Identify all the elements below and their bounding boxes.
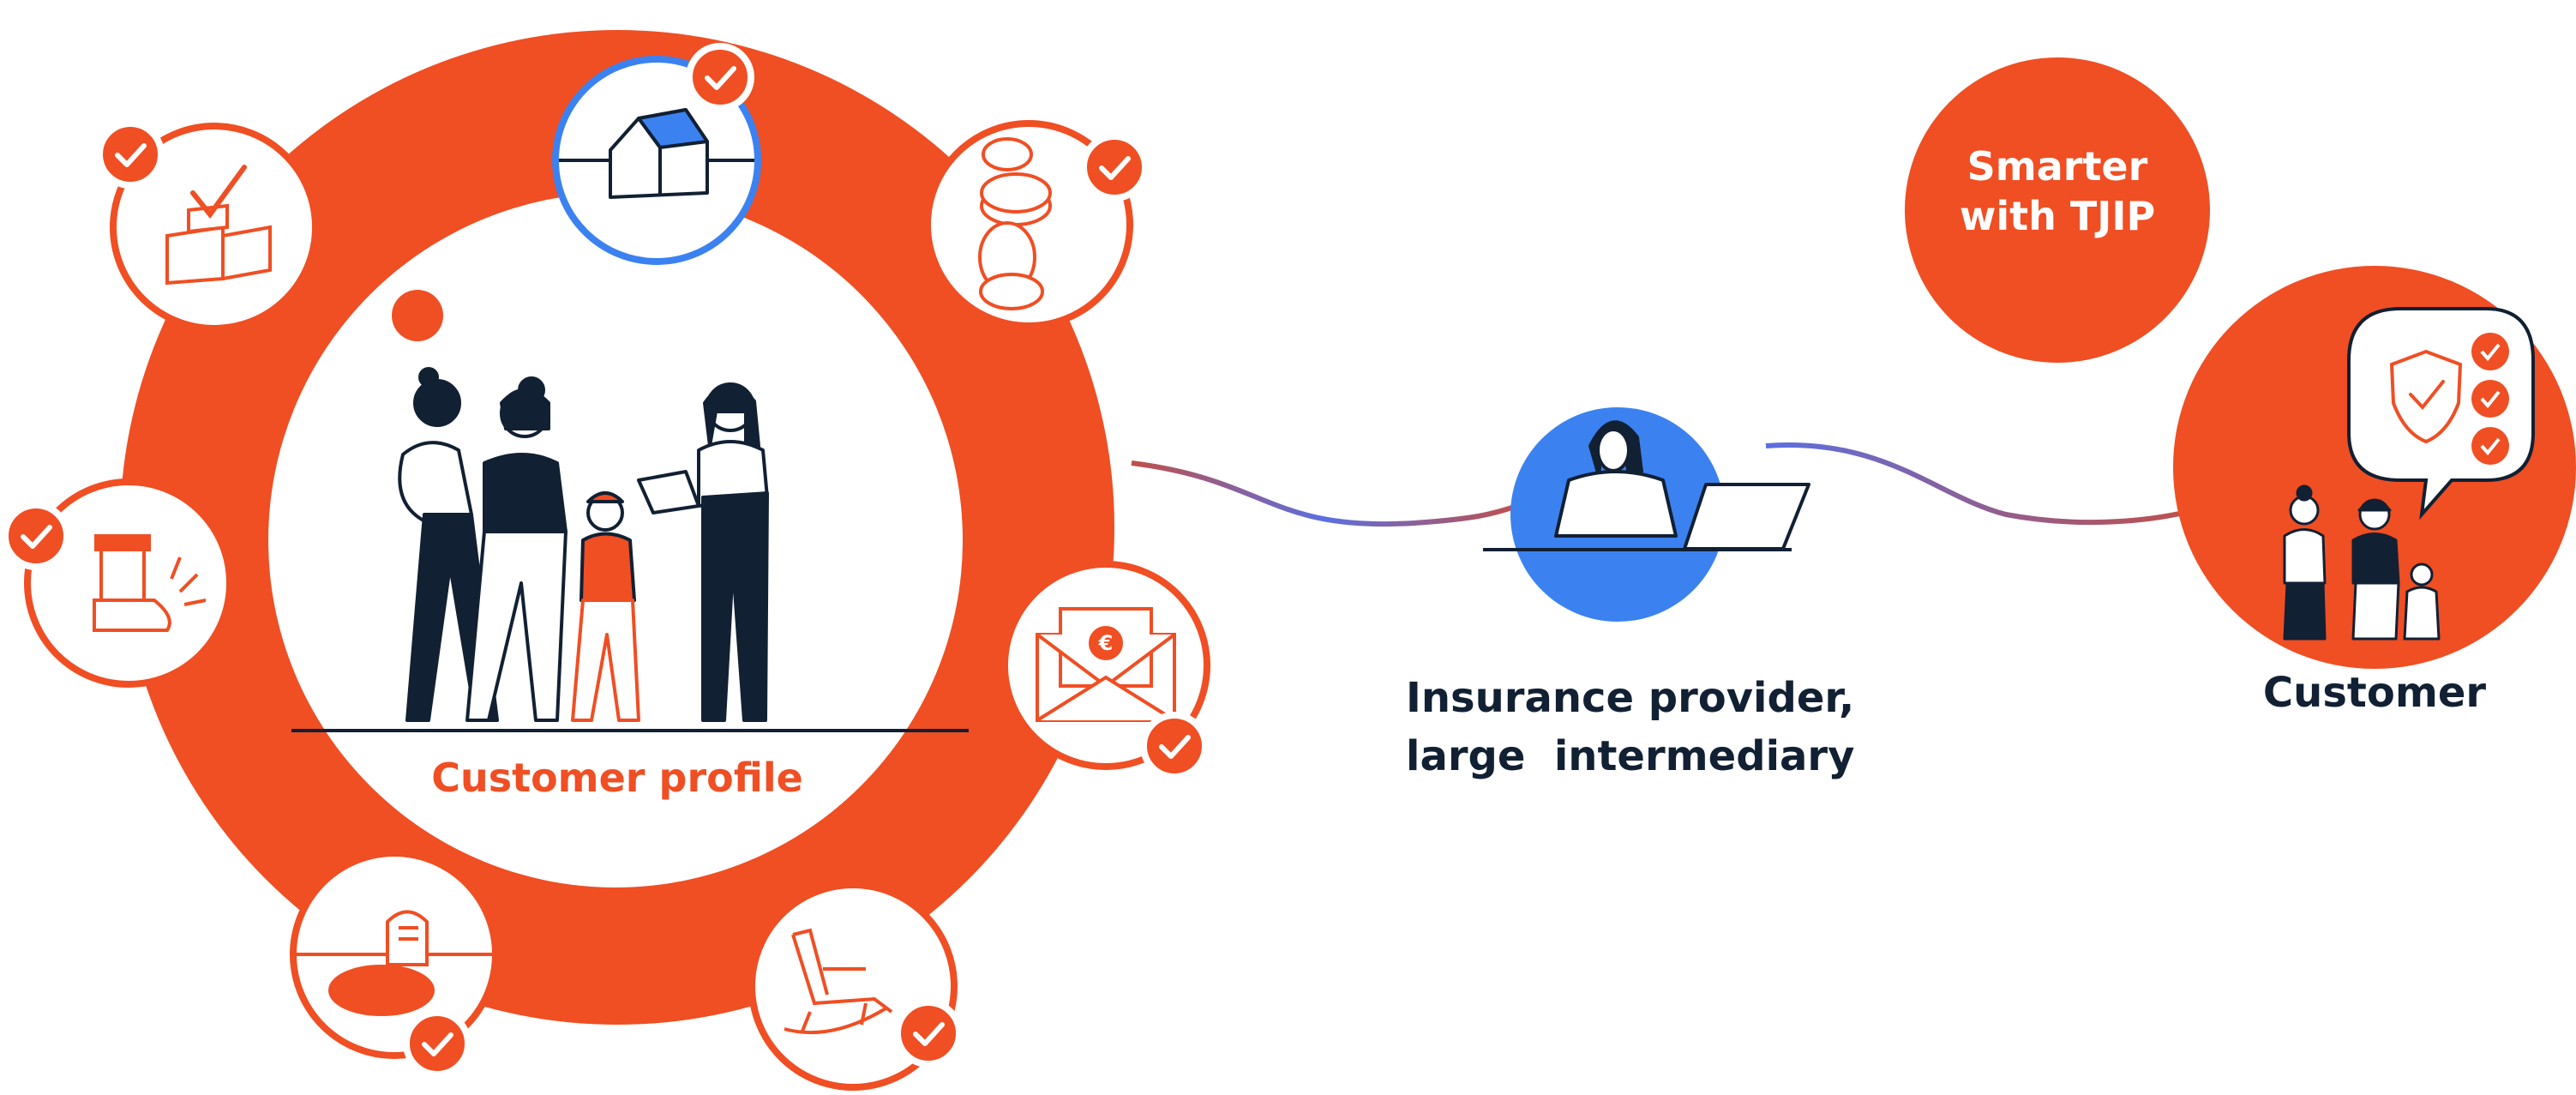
provider-label-line1: Insurance provider, xyxy=(1406,674,1855,722)
tjip-badge-line1: Smarter xyxy=(1967,143,2148,190)
rocking-chair-icon xyxy=(784,928,893,1035)
blocks-checkmark-icon xyxy=(165,165,272,286)
envelope-euro-icon: € xyxy=(1036,607,1176,722)
coins-icon xyxy=(978,137,1052,310)
satellite-envelope: € xyxy=(1001,561,1210,777)
shield-icon xyxy=(2389,349,2463,444)
customer-family-icon xyxy=(2283,484,2441,641)
satellite-injured-leg xyxy=(5,478,233,688)
connector-profile-provider xyxy=(1131,460,1518,527)
satellite-rocking-chair xyxy=(748,881,959,1091)
advisor-laptop-icon xyxy=(1554,420,1810,551)
tjip-badge-circle xyxy=(1905,57,2210,363)
family-illustration-icon xyxy=(398,367,769,722)
svg-text:€: € xyxy=(1098,631,1114,655)
provider-label: Insurance provider, large intermediary xyxy=(1406,669,1886,785)
customer-profile-label: Customer profile xyxy=(431,755,803,801)
speech-bubble-icon xyxy=(2347,307,2535,520)
customer-label: Customer xyxy=(2262,669,2487,717)
decorative-dot xyxy=(392,290,443,341)
satellite-blocks xyxy=(99,123,319,332)
satellite-coins xyxy=(924,120,1145,329)
satellite-gravestone xyxy=(290,850,499,1074)
tjip-badge-label: Smarter with TJIP xyxy=(1903,141,2212,241)
house-icon xyxy=(609,108,709,199)
satellite-house xyxy=(552,46,761,265)
injured-leg-icon xyxy=(93,534,207,632)
tjip-badge-line2: with TJIP xyxy=(1959,193,2156,239)
connector-provider-customer xyxy=(1765,442,2195,526)
provider-label-line2: large intermediary xyxy=(1406,732,1855,780)
gravestone-icon xyxy=(328,910,435,1016)
